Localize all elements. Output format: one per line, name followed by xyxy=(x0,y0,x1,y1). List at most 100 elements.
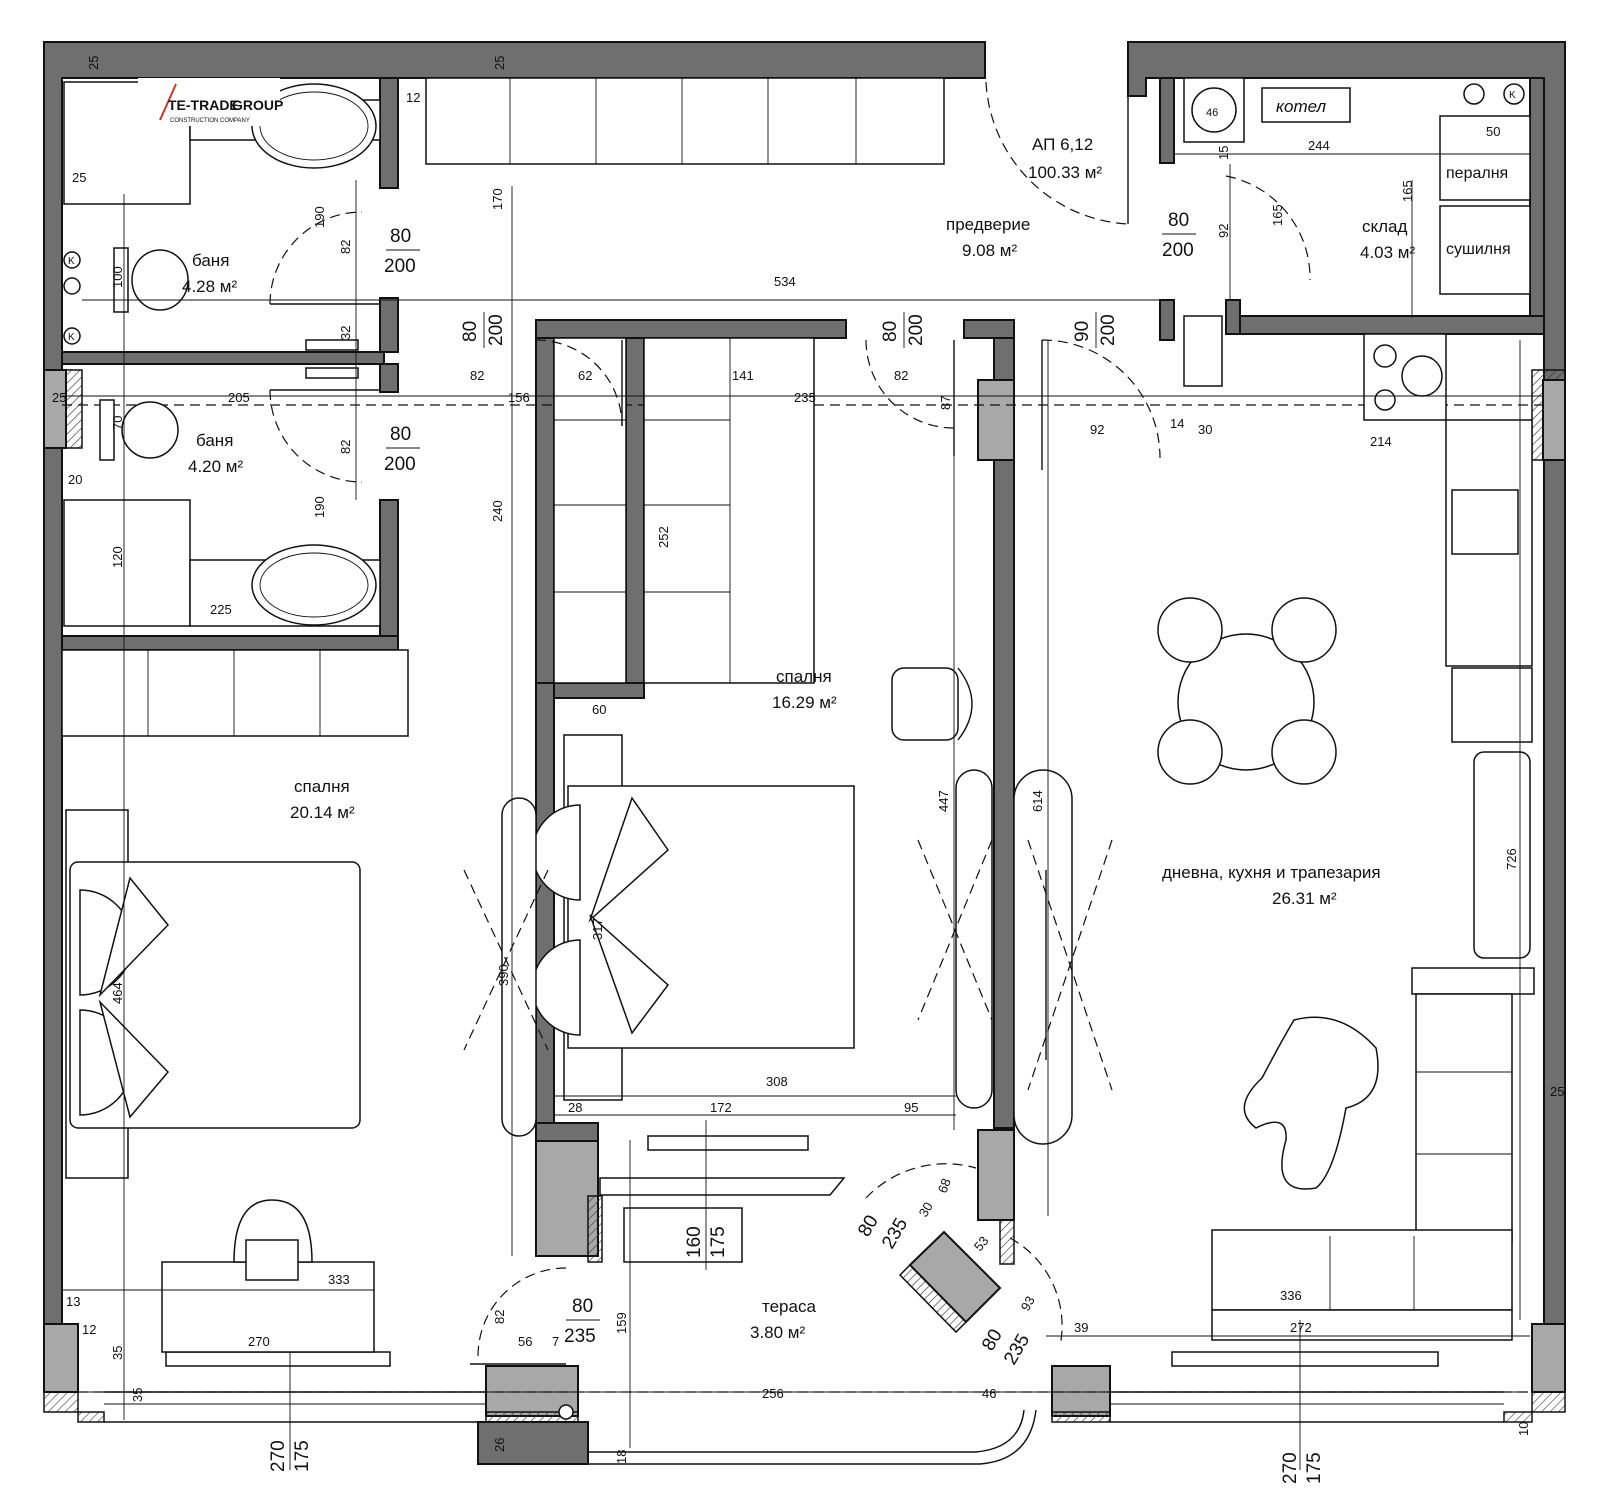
dim-v87: 87 xyxy=(938,396,953,410)
dim-235: 235 xyxy=(794,390,816,405)
dim-56: 56 xyxy=(518,1334,532,1349)
room-area-bed1: 20.14 м² xyxy=(290,803,355,822)
door-5-height: 200 xyxy=(906,314,927,346)
dim-v15: 15 xyxy=(1216,146,1231,160)
room-name-bath1: баня xyxy=(192,251,229,270)
apartment-id: АП 6,12 xyxy=(1032,135,1093,154)
dim-v390: 390 xyxy=(496,964,511,986)
door-3-width: 80 xyxy=(460,321,481,342)
room-name-terrace: тераса xyxy=(762,1297,816,1316)
dim-205: 205 xyxy=(228,390,250,405)
door-9-width: 80 xyxy=(572,1296,593,1317)
dim-v68: 68 xyxy=(935,1176,954,1195)
door-1-height: 200 xyxy=(384,256,416,277)
room-labels: АП 6,12 100.33 м² баня 4.28 м² баня 4.20… xyxy=(182,135,1415,1342)
dim-v25b: 25 xyxy=(492,56,507,70)
dim-v35a: 35 xyxy=(110,1346,125,1360)
window-3-height: 175 xyxy=(708,1226,729,1258)
dim-v18: 18 xyxy=(614,1450,629,1464)
dim-v159: 159 xyxy=(614,1312,629,1334)
dim-v82a: 82 xyxy=(338,240,353,254)
wardrobes xyxy=(61,77,945,737)
dim-v317: 317 xyxy=(590,918,605,940)
room-area-storage: 4.03 м² xyxy=(1360,243,1415,262)
room-name-hall: предверие xyxy=(946,215,1030,234)
door-swings xyxy=(269,81,1311,1365)
door-9-height: 235 xyxy=(564,1326,596,1347)
room-name-bath2: баня xyxy=(196,431,233,450)
horizontal-dimension-labels: 534 244 50 205 82 156 62 141 235 82 92 1… xyxy=(52,90,1564,1401)
dim-v240: 240 xyxy=(490,500,505,522)
window-1-width: 270 xyxy=(268,1440,289,1472)
dim-28: 28 xyxy=(568,1100,582,1115)
room-name-living: дневна, кухня и трапезария xyxy=(1162,863,1381,882)
dim-270: 270 xyxy=(248,1334,270,1349)
dim-14: 14 xyxy=(1170,416,1184,431)
dim-v82c: 82 xyxy=(492,1310,507,1324)
dim-v165a: 165 xyxy=(1400,180,1415,202)
dim-95: 95 xyxy=(904,1100,918,1115)
valve-label-3: K xyxy=(68,332,75,343)
dim-82b: 82 xyxy=(894,368,908,383)
logo-brand-black: GROUP xyxy=(232,97,283,113)
dim-30: 30 xyxy=(1198,422,1212,437)
dim-156: 156 xyxy=(508,390,530,405)
dim-141: 141 xyxy=(732,368,754,383)
room-area-bath2: 4.20 м² xyxy=(188,457,243,476)
dim-v32: 32 xyxy=(338,326,353,340)
boiler-label: котел xyxy=(1276,97,1327,116)
dim-v252: 252 xyxy=(656,526,671,548)
dim-v614: 614 xyxy=(1030,790,1045,812)
room-area-hall: 9.08 м² xyxy=(962,241,1017,260)
company-logo: TE-TRADE GROUP CONSTRUCTION COMPANY xyxy=(138,78,283,126)
dim-308: 308 xyxy=(766,1074,788,1089)
room-area-bed2: 16.29 м² xyxy=(772,693,837,712)
dim-v35b: 35 xyxy=(130,1388,145,1402)
dim-v100: 100 xyxy=(110,266,125,288)
dim-12a: 12 xyxy=(406,90,420,105)
apartment-area: 100.33 м² xyxy=(1028,163,1102,182)
dim-172: 172 xyxy=(710,1100,732,1115)
washer-label: пералня xyxy=(1446,165,1508,182)
dim-v464: 464 xyxy=(110,982,125,1004)
dim-46: 46 xyxy=(982,1386,996,1401)
window-3-width: 160 xyxy=(684,1226,705,1258)
dim-v25a: 25 xyxy=(86,56,101,70)
dim-25c: 25 xyxy=(1550,1084,1564,1099)
dim-v30: 30 xyxy=(916,1199,936,1219)
window-2-width: 270 xyxy=(1280,1452,1301,1484)
door-10-width: 80 xyxy=(978,1326,1007,1355)
dim-v726: 726 xyxy=(1504,848,1519,870)
dim-13: 13 xyxy=(66,1294,80,1309)
room-name-bed2: спалня xyxy=(776,667,832,686)
bedroom2-furniture xyxy=(501,667,1073,1263)
door-4-height: 200 xyxy=(1162,240,1194,261)
bedroom1-furniture xyxy=(65,809,375,1353)
vertical-dimension-labels: 170 190 82 100 32 190 82 120 240 252 447… xyxy=(86,56,1531,1464)
room-name-bed1: спалня xyxy=(294,777,350,796)
dim-62: 62 xyxy=(578,368,592,383)
dim-v70: 70 xyxy=(110,416,125,430)
window-labels: 270 175 270 175 160 175 xyxy=(268,1226,1325,1484)
dim-534: 534 xyxy=(774,274,796,289)
door-6-width: 90 xyxy=(1072,321,1093,342)
dim-v82b: 82 xyxy=(338,440,353,454)
dim-v170: 170 xyxy=(490,188,505,210)
dim-20: 20 xyxy=(68,472,82,487)
dim-v190a: 190 xyxy=(312,206,327,228)
dim-v92: 92 xyxy=(1216,224,1231,238)
window-2-height: 175 xyxy=(1304,1452,1325,1484)
door-8-height: 235 xyxy=(878,1215,912,1253)
hatched-wall-sections xyxy=(43,369,1566,1465)
room-area-bath1: 4.28 м² xyxy=(182,277,237,296)
door-1-width: 80 xyxy=(390,226,411,247)
dim-60: 60 xyxy=(592,702,606,717)
dim-25a: 25 xyxy=(72,170,86,185)
dim-92: 92 xyxy=(1090,422,1104,437)
dim-39: 39 xyxy=(1074,1320,1088,1335)
door-6-height: 200 xyxy=(1098,314,1119,346)
dim-272: 272 xyxy=(1290,1320,1312,1335)
dimension-lines xyxy=(62,153,1544,1470)
room-name-storage: склад xyxy=(1362,217,1408,236)
